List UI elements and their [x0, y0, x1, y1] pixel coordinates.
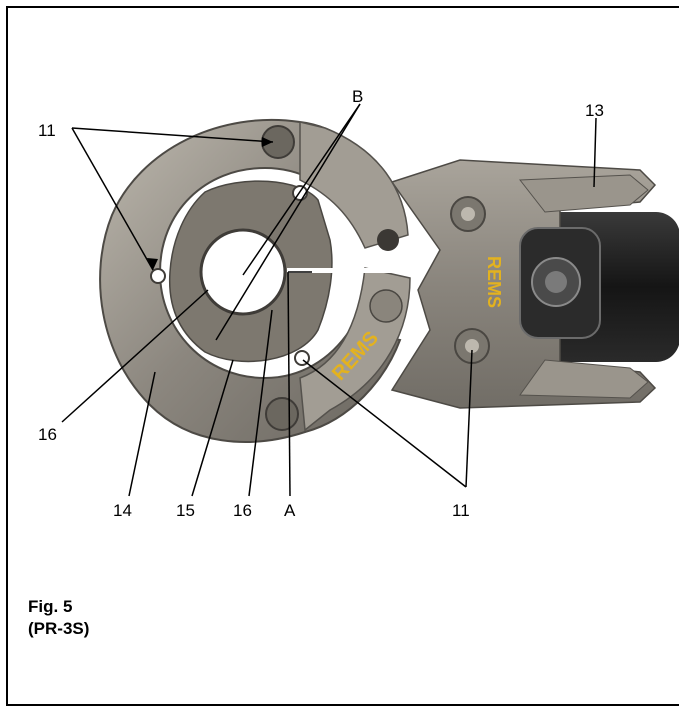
arrowhead-11-hinge [262, 137, 273, 147]
label-a: A [284, 501, 296, 520]
tool-fork-top [519, 174, 649, 213]
jaw-gap [287, 268, 412, 273]
leader-a [287, 271, 291, 497]
leader-16-bottom [248, 309, 273, 497]
press-tool: REMS [390, 159, 679, 409]
jaw-pin-lower [369, 289, 403, 323]
pin-hole-left [150, 268, 166, 284]
leader-lines [61, 103, 597, 497]
leader-b-b [215, 103, 361, 341]
leader-16-left [61, 289, 209, 423]
hinge-bolt-bottom [265, 397, 299, 431]
jaw-pin-right [377, 229, 399, 251]
label-16-bottom: 16 [233, 501, 252, 520]
leader-11-bottom-b [465, 349, 473, 488]
tool-bolt-top-center [461, 207, 475, 221]
leader-11-top-a [71, 127, 154, 271]
press-ring: REMS [99, 118, 412, 443]
pipe-opening [199, 228, 287, 316]
label-11-top: 11 [38, 121, 56, 140]
leader-11-bottom-a [302, 359, 467, 488]
arrowhead-11-ring [147, 258, 158, 270]
label-b: B [352, 87, 363, 106]
figure-caption-title: Fig. 5 [28, 597, 73, 616]
tool-brand-text: REMS [484, 256, 504, 308]
press-ring-illustration: REMS REMS 11 B [38, 87, 679, 520]
leader-14 [128, 371, 156, 497]
leader-15 [191, 359, 234, 497]
label-14: 14 [113, 501, 132, 520]
label-13: 13 [585, 101, 604, 120]
part-labels: 11 B 13 16 14 15 16 A 11 [38, 87, 604, 520]
figure-caption-model: (PR-3S) [28, 619, 90, 638]
label-11-bottom: 11 [452, 501, 470, 520]
leader-11-top-b [71, 127, 274, 143]
label-15: 15 [176, 501, 195, 520]
label-16-left: 16 [38, 425, 57, 444]
tool-fork-bottom [519, 359, 649, 399]
tool-bolt-bottom-center [465, 339, 479, 353]
tool-piston-bolt [545, 271, 567, 293]
leader-13 [593, 117, 597, 188]
leader-b-a [242, 103, 361, 276]
